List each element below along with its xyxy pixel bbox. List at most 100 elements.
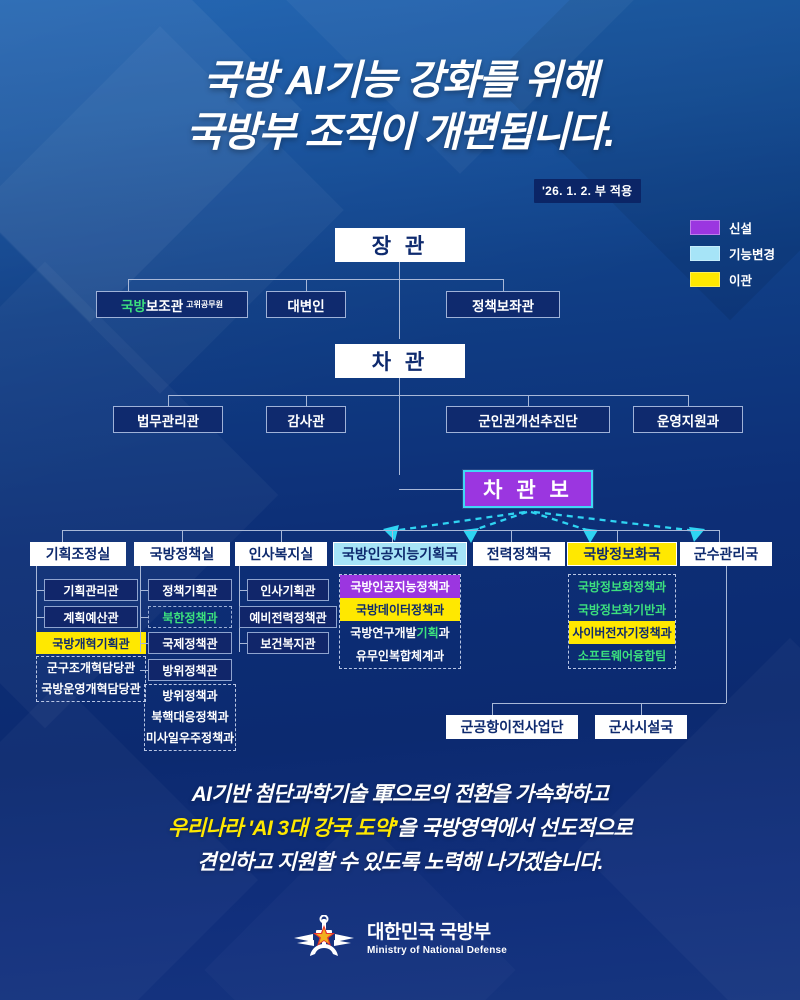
connector-line (306, 395, 307, 407)
group-defense-policy-divisions: 방위정책과 북핵대응정책과 미사일우주정책과 (144, 684, 236, 751)
dept-defense-data-policy[interactable]: 국방데이터정책과 (340, 598, 460, 621)
dept-north-korea-policy[interactable]: 북한정책과 (148, 606, 232, 628)
connector-line (281, 530, 282, 542)
message-line-2-rest: 을 국방영역에서 선도적으로 (396, 817, 633, 841)
message-line-1: AI기반 첨단과학기술 軍으로의 전환을 가속화하고 (191, 783, 609, 806)
connector-line (399, 279, 503, 280)
connector-line (168, 395, 400, 396)
dept-defense-policy-division[interactable]: 방위정책과 (162, 689, 218, 703)
dept-force-structure-reform[interactable]: 군구조개혁담당관 (46, 661, 136, 675)
connector-line (641, 703, 642, 715)
connector-line (140, 590, 149, 591)
node-military-human-rights[interactable]: 군인권개선추진단 (446, 406, 610, 433)
connector-line (140, 566, 141, 652)
node-minister[interactable]: 장 관 (335, 228, 465, 262)
bureau-defense-informatization[interactable]: 국방정보화국 (567, 542, 677, 566)
node-assistant-minister[interactable]: 차 관 보 (463, 470, 593, 508)
connector-line (128, 279, 400, 280)
dept-missile-space-policy[interactable]: 미사일우주정책과 (145, 731, 235, 745)
connector-line (399, 378, 400, 396)
legend-label-changed: 기능변경 (729, 248, 776, 262)
bureau-personnel-welfare[interactable]: 인사복지실 (235, 542, 327, 566)
node-operations-support[interactable]: 운영지원과 (633, 406, 743, 433)
unit-military-facilities[interactable]: 군사시설국 (595, 715, 687, 739)
dept-nk-nuclear-response[interactable]: 북핵대응정책과 (151, 710, 229, 724)
legend-swatch-transferred (690, 272, 720, 287)
background-facet (0, 0, 303, 323)
legend-swatch-new (690, 220, 720, 235)
dept-policy-planning[interactable]: 정책기획관 (148, 579, 232, 601)
connector-line (528, 395, 529, 407)
footer-name-en: Ministry of National Defense (366, 945, 508, 957)
dept-informatization-policy[interactable]: 국방정보화정책과 (569, 575, 675, 598)
footer-name-ko: 대한민국 국방부 (366, 921, 491, 943)
dept-software-convergence-team[interactable]: 소프트웨어융합팀 (569, 644, 675, 667)
dept-defense-policy-officer[interactable]: 방위정책관 (148, 659, 232, 681)
connector-line (392, 530, 393, 542)
dept-planning-management[interactable]: 기획관리관 (44, 579, 138, 601)
dept-software-convergence-team-label: 소프트웨어융합팀 (577, 649, 667, 663)
connector-line (617, 530, 618, 542)
connector-line (239, 590, 248, 591)
dept-reserve-forces-policy[interactable]: 예비전력정책관 (239, 606, 337, 628)
legend-swatch-changed (690, 246, 720, 261)
dept-international-policy[interactable]: 국제정책관 (148, 632, 232, 654)
dept-health-welfare[interactable]: 보건복지관 (247, 632, 329, 654)
node-vice-minister[interactable]: 차 관 (335, 344, 465, 378)
unit-military-airport-relocation[interactable]: 군공항이전사업단 (446, 715, 578, 739)
footer-text: 대한민국 국방부 Ministry of National Defense (367, 922, 507, 957)
dept-cyber-electromagnetic-policy[interactable]: 사이버전자기정책과 (569, 621, 675, 644)
connector-line (182, 530, 183, 542)
connector-line (36, 590, 45, 591)
dept-budget-planning[interactable]: 계획예산관 (44, 606, 138, 628)
connector-line (688, 395, 689, 407)
connector-line (399, 279, 400, 339)
dept-defense-operation-reform[interactable]: 국방운영개혁담당관 (41, 682, 141, 696)
dept-defense-rnd-planning[interactable]: 국방연구개발기획과 (340, 621, 460, 644)
connector-line (62, 530, 719, 531)
dept-personnel-planning[interactable]: 인사기획관 (247, 579, 329, 601)
node-defense-aide-label-green: 국방 (121, 298, 146, 314)
node-legal-affairs[interactable]: 법무관리관 (113, 406, 223, 433)
title-line-2: 국방부 조직이 개편됩니다. (185, 109, 616, 156)
legend: 신설 기능변경 이관 (690, 218, 775, 296)
connector-line (399, 395, 688, 396)
bureau-force-policy[interactable]: 전력정책국 (473, 542, 565, 566)
dept-defense-ai-policy[interactable]: 국방인공지능정책과 (340, 575, 460, 598)
bureau-planning-coordination[interactable]: 기획조정실 (30, 542, 126, 566)
legend-label-transferred: 이관 (729, 274, 753, 288)
bureau-defense-ai-planning[interactable]: 국방인공지능기획국 (333, 542, 467, 566)
connector-line (306, 279, 307, 291)
title-line-1: 국방 AI기능 강화를 위해 (203, 57, 598, 103)
dept-manned-unmanned-systems[interactable]: 유무인복합체계과 (355, 649, 445, 663)
bureau-logistics-management[interactable]: 군수관리국 (680, 542, 772, 566)
dept-informatization-policy-label: 국방정보화정책과 (577, 580, 667, 594)
legend-item-new: 신설 (690, 218, 775, 237)
node-spokesperson[interactable]: 대변인 (266, 291, 346, 318)
message-line-2: 우리나라 'AI 3대 강국 도약'을 국방영역에서 선도적으로 (0, 812, 800, 846)
dept-defense-rnd-planning-label: 국방연구개발기획과 (350, 626, 450, 640)
dept-defense-reform-planning[interactable]: 국방개혁기획관 (36, 632, 146, 654)
connector-line (62, 530, 63, 542)
connector-line (511, 530, 512, 542)
group-defense-reform-officers: 군구조개혁담당관 국방운영개혁담당관 (36, 656, 146, 702)
connector-line (399, 395, 400, 475)
connector-line (726, 566, 727, 703)
connector-line (492, 703, 493, 715)
connector-line (140, 670, 149, 671)
node-defense-aide-rank: 고위공무원 (186, 300, 223, 309)
connector-line (239, 643, 248, 644)
connector-line (36, 566, 37, 652)
group-defense-informatization-divisions: 국방정보화정책과 국방정보화기반과 사이버전자기정책과 소프트웨어융합팀 (568, 574, 676, 669)
closing-message: AI기반 첨단과학기술 軍으로의 전환을 가속화하고 우리나라 'AI 3대 강… (0, 778, 800, 880)
connector-line (168, 395, 169, 407)
node-inspector[interactable]: 감사관 (266, 406, 346, 433)
bureau-defense-policy[interactable]: 국방정책실 (134, 542, 230, 566)
node-defense-aide-label-white: 보조관 (145, 298, 184, 314)
node-policy-advisor[interactable]: 정책보좌관 (446, 291, 560, 318)
connector-line (140, 643, 149, 644)
dept-informatization-infrastructure[interactable]: 국방정보화기반과 (569, 598, 675, 621)
connector-line (503, 279, 504, 291)
connector-line (128, 279, 129, 291)
